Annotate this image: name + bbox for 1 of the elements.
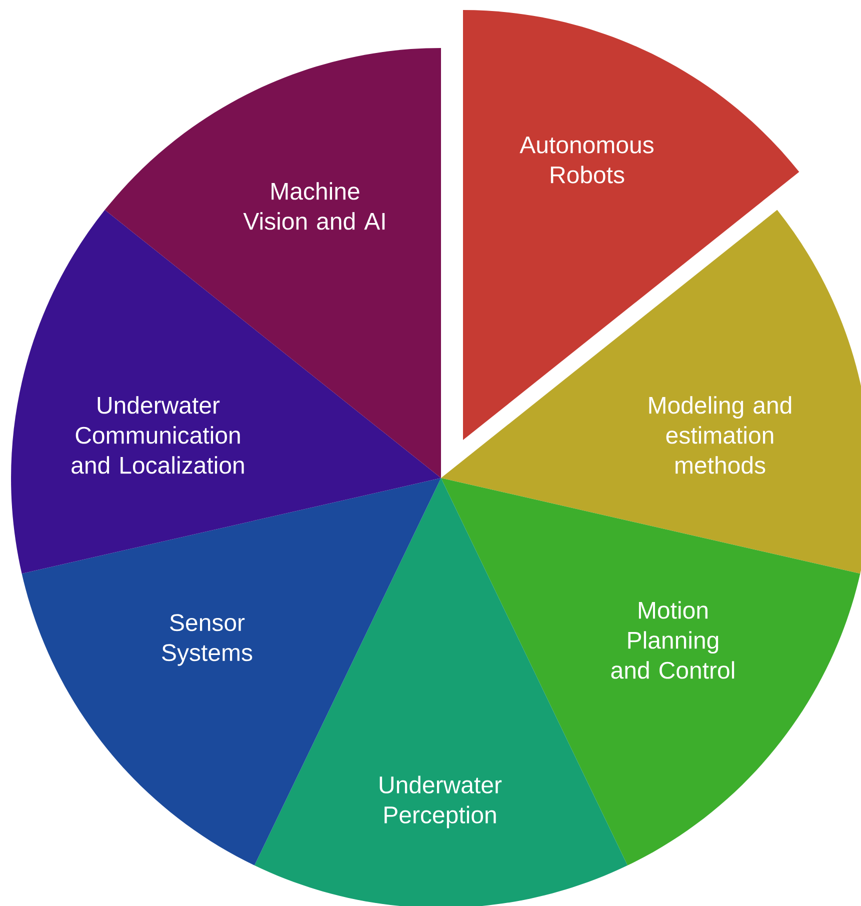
pie-slice: Modeling and estimation methods: [441, 210, 861, 574]
